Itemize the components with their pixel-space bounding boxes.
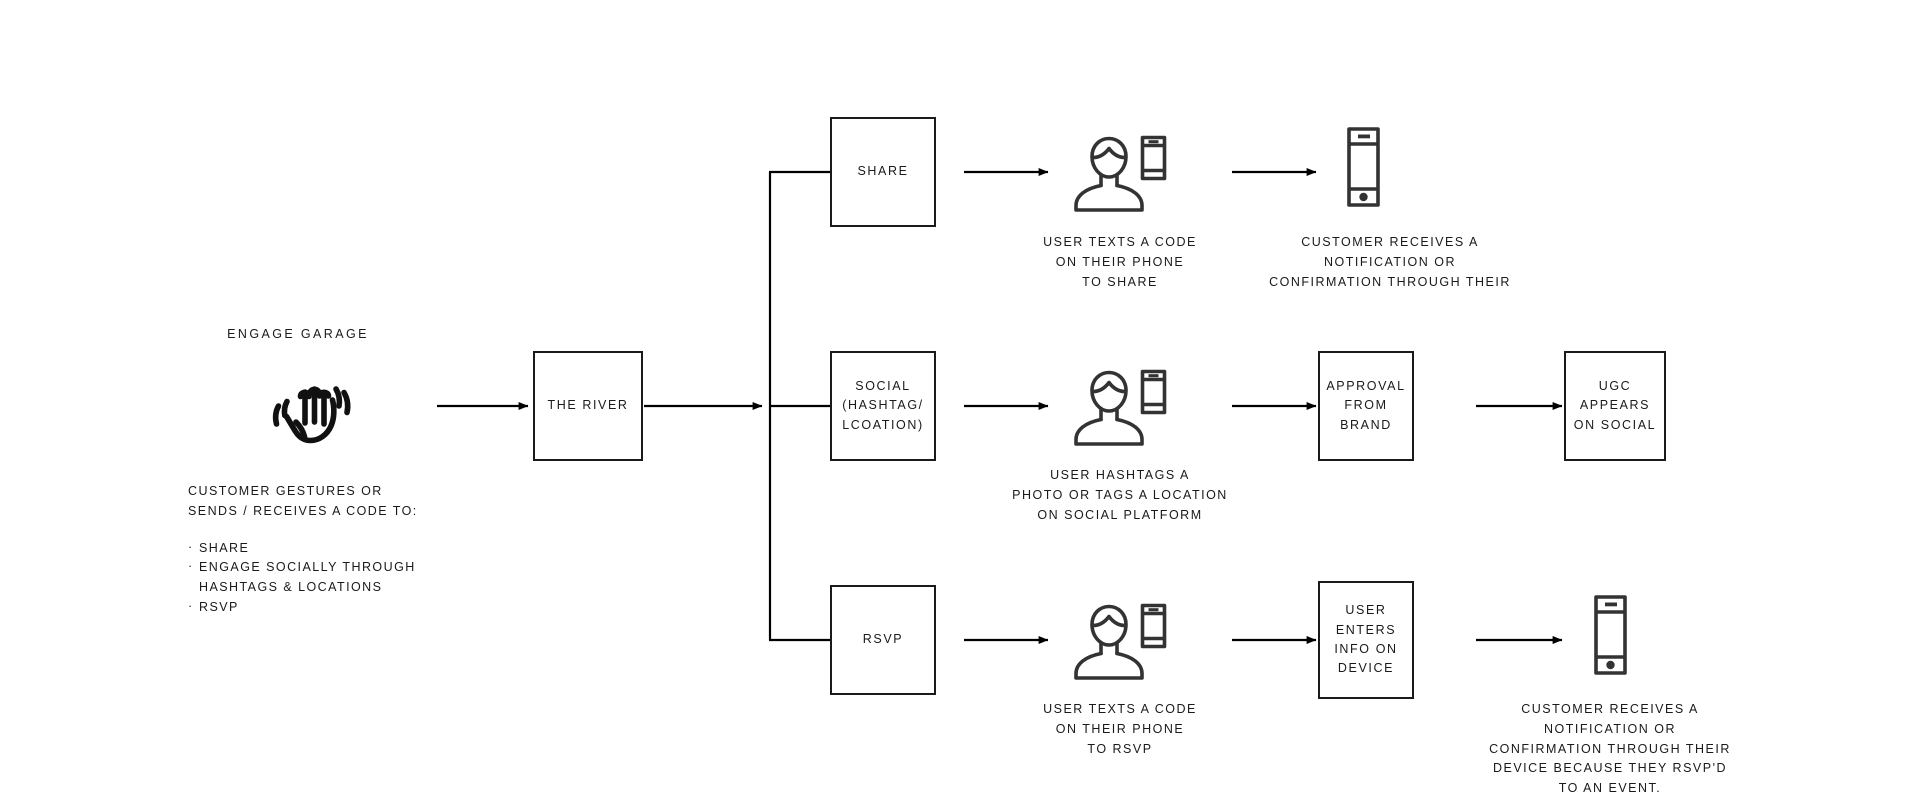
caption-social-person: USER HASHTAGS A PHOTO OR TAGS A LOCATION… <box>1012 468 1228 522</box>
node-branch-rsvp[interactable]: RSVP <box>830 585 936 695</box>
intro-copy: CUSTOMER GESTURES OR SENDS / RECEIVES A … <box>188 482 478 618</box>
intro-bullet-share: SHARE <box>188 538 478 559</box>
intro-bullet-rsvp: RSVP <box>188 597 478 618</box>
node-branch-social[interactable]: SOCIAL (HASHTAG/ LCOATION) <box>830 351 936 461</box>
intro-lead: CUSTOMER GESTURES OR SENDS / RECEIVES A … <box>188 484 418 518</box>
intro-bullet-list: SHARE ENGAGE SOCIALLY THROUGH HASHTAGS &… <box>188 538 478 618</box>
person-with-phone-icon-rsvp <box>1068 600 1168 684</box>
person-with-phone-icon-share <box>1068 132 1168 216</box>
node-branch-share[interactable]: SHARE <box>830 117 936 227</box>
smartphone-notification-icon-rsvp <box>1586 593 1634 681</box>
node-ugc-appears-on-social[interactable]: UGC APPEARS ON SOCIAL <box>1564 351 1666 461</box>
node-user-enters-info-on-device-label: USER ENTERS INFO ON DEVICE <box>1334 603 1398 676</box>
node-approval-from-brand[interactable]: APPROVAL FROM BRAND <box>1318 351 1414 461</box>
node-branch-social-label: SOCIAL (HASHTAG/ LCOATION) <box>842 378 924 432</box>
wave-hand-gesture-icon <box>258 370 354 450</box>
node-the-river-label: THE RIVER <box>547 398 629 413</box>
smartphone-notification-icon-share <box>1339 125 1387 213</box>
person-with-phone-icon-social <box>1068 366 1168 450</box>
intro-bullet-social: ENGAGE SOCIALLY THROUGH HASHTAGS & LOCAT… <box>188 557 478 598</box>
caption-share-phone: CUSTOMER RECEIVES A NOTIFICATION OR CONF… <box>1269 235 1511 289</box>
node-branch-share-label: SHARE <box>857 164 909 179</box>
node-user-enters-info-on-device[interactable]: USER ENTERS INFO ON DEVICE <box>1318 581 1414 699</box>
caption-rsvp-phone: CUSTOMER RECEIVES A NOTIFICATION OR CONF… <box>1489 702 1731 795</box>
caption-rsvp-person: USER TEXTS A CODE ON THEIR PHONE TO RSVP <box>1043 702 1197 756</box>
caption-share-person: USER TEXTS A CODE ON THEIR PHONE TO SHAR… <box>1043 235 1197 289</box>
node-approval-from-brand-label: APPROVAL FROM BRAND <box>1326 378 1406 432</box>
node-branch-rsvp-label: RSVP <box>862 632 904 647</box>
node-the-river[interactable]: THE RIVER <box>533 351 643 461</box>
page-title: ENGAGE GARAGE <box>227 327 369 341</box>
node-ugc-appears-on-social-label: UGC APPEARS ON SOCIAL <box>1573 378 1657 432</box>
